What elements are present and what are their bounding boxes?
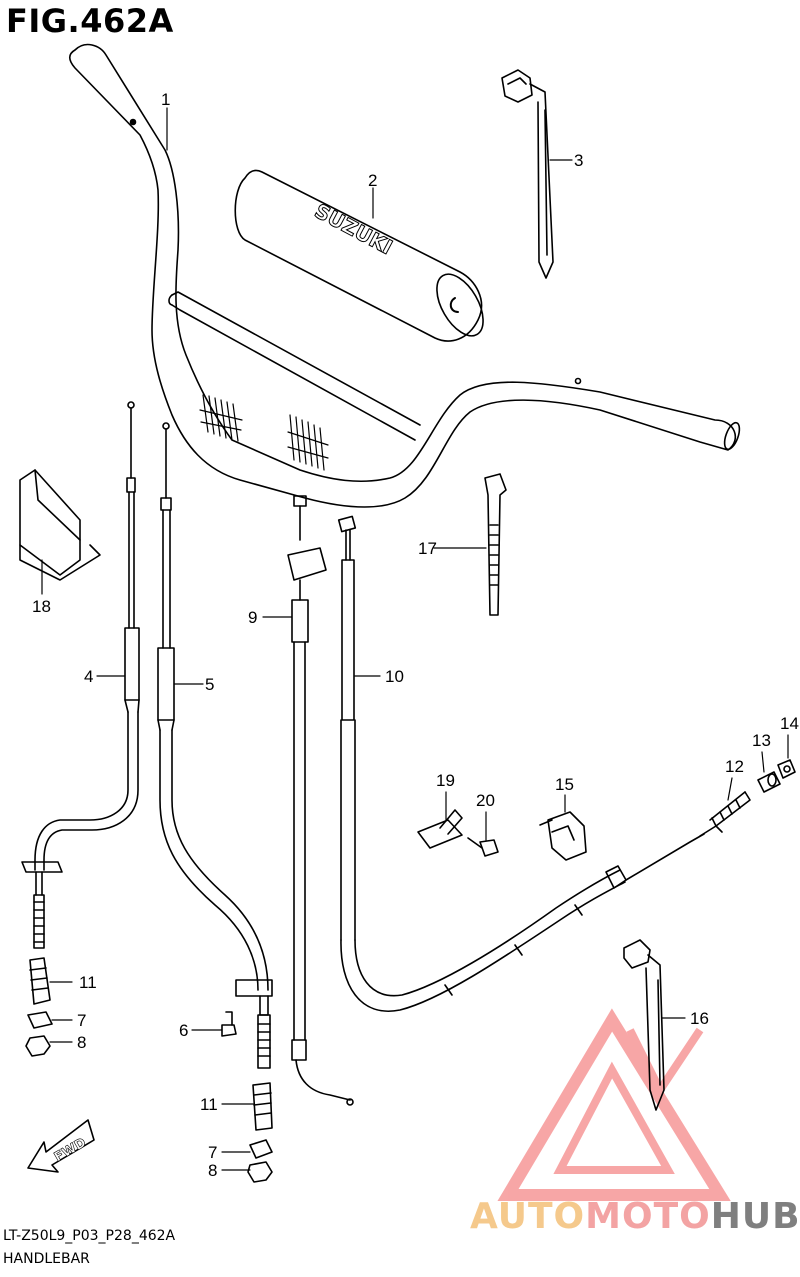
callout-10: 10 [385, 667, 404, 686]
figure-code: LT-Z50L9_P03_P28_462A [3, 1228, 176, 1244]
callout-8a: 8 [77, 1033, 86, 1052]
bracket-18 [19, 469, 101, 581]
callout-4: 4 [84, 667, 93, 686]
callout-11a: 11 [79, 973, 97, 992]
knurl-left-icon [199, 394, 243, 442]
watermark-logo-icon [497, 1008, 731, 1201]
bar-pad-brand: SUZUKI [311, 199, 397, 260]
bolt-20 [467, 837, 499, 857]
callout-12: 12 [725, 757, 744, 776]
fwd-label: FWD [52, 1135, 89, 1165]
throttle-cable-5 [157, 422, 273, 1069]
brake-cable-10 [337, 515, 723, 1012]
callout-7b: 7 [208, 1143, 217, 1162]
callout-9: 9 [248, 608, 257, 627]
figure-name: HANDLEBAR [3, 1251, 90, 1267]
adjuster-12 [709, 791, 751, 827]
brake-cable-9 [287, 495, 354, 1106]
callout-18: 18 [32, 597, 51, 616]
throttle-cable-4 [21, 401, 140, 949]
callout-7a: 7 [77, 1011, 86, 1030]
callout-19: 19 [436, 771, 455, 790]
handlebar [68, 43, 741, 508]
figure-title: FIG.462A [6, 2, 174, 40]
callout-2: 2 [368, 171, 377, 190]
fwd-arrow-icon [27, 1119, 95, 1173]
nut-13 [757, 771, 781, 793]
leader-lines [41, 107, 789, 1171]
knurl-right-icon [287, 414, 329, 471]
cable-tie-16 [623, 939, 665, 1111]
boot-11a [29, 957, 51, 1005]
nut-7b [249, 1139, 273, 1159]
callout-13: 13 [752, 731, 771, 750]
callout-20: 20 [476, 791, 495, 810]
callout-17: 17 [418, 539, 437, 558]
callout-6: 6 [179, 1021, 188, 1040]
callout-11b: 11 [200, 1095, 218, 1114]
nut-14 [777, 759, 796, 779]
bar-pad [234, 169, 484, 342]
callout-3: 3 [574, 151, 583, 170]
clamp-15 [539, 811, 587, 861]
nut-8b [247, 1161, 273, 1183]
nut-8a [25, 1035, 51, 1057]
callout-14: 14 [780, 714, 799, 733]
nut-7a [27, 1011, 53, 1029]
callout-1: 1 [161, 90, 170, 109]
clip-19 [417, 809, 463, 849]
watermark-auto: AUTO [470, 1196, 586, 1237]
callout-5: 5 [205, 675, 214, 694]
boot-11b [252, 1082, 273, 1131]
strap-17 [484, 473, 507, 616]
bolt-6 [221, 1011, 237, 1037]
watermark-moto: MOTO [585, 1196, 711, 1237]
watermark-hub: HUB [710, 1196, 800, 1237]
watermark-text: AUTOMOTOHUB [470, 1196, 800, 1237]
callout-16: 16 [690, 1009, 709, 1028]
cable-tie-3 [501, 69, 554, 279]
callout-15: 15 [555, 775, 574, 794]
callout-8b: 8 [208, 1161, 217, 1180]
